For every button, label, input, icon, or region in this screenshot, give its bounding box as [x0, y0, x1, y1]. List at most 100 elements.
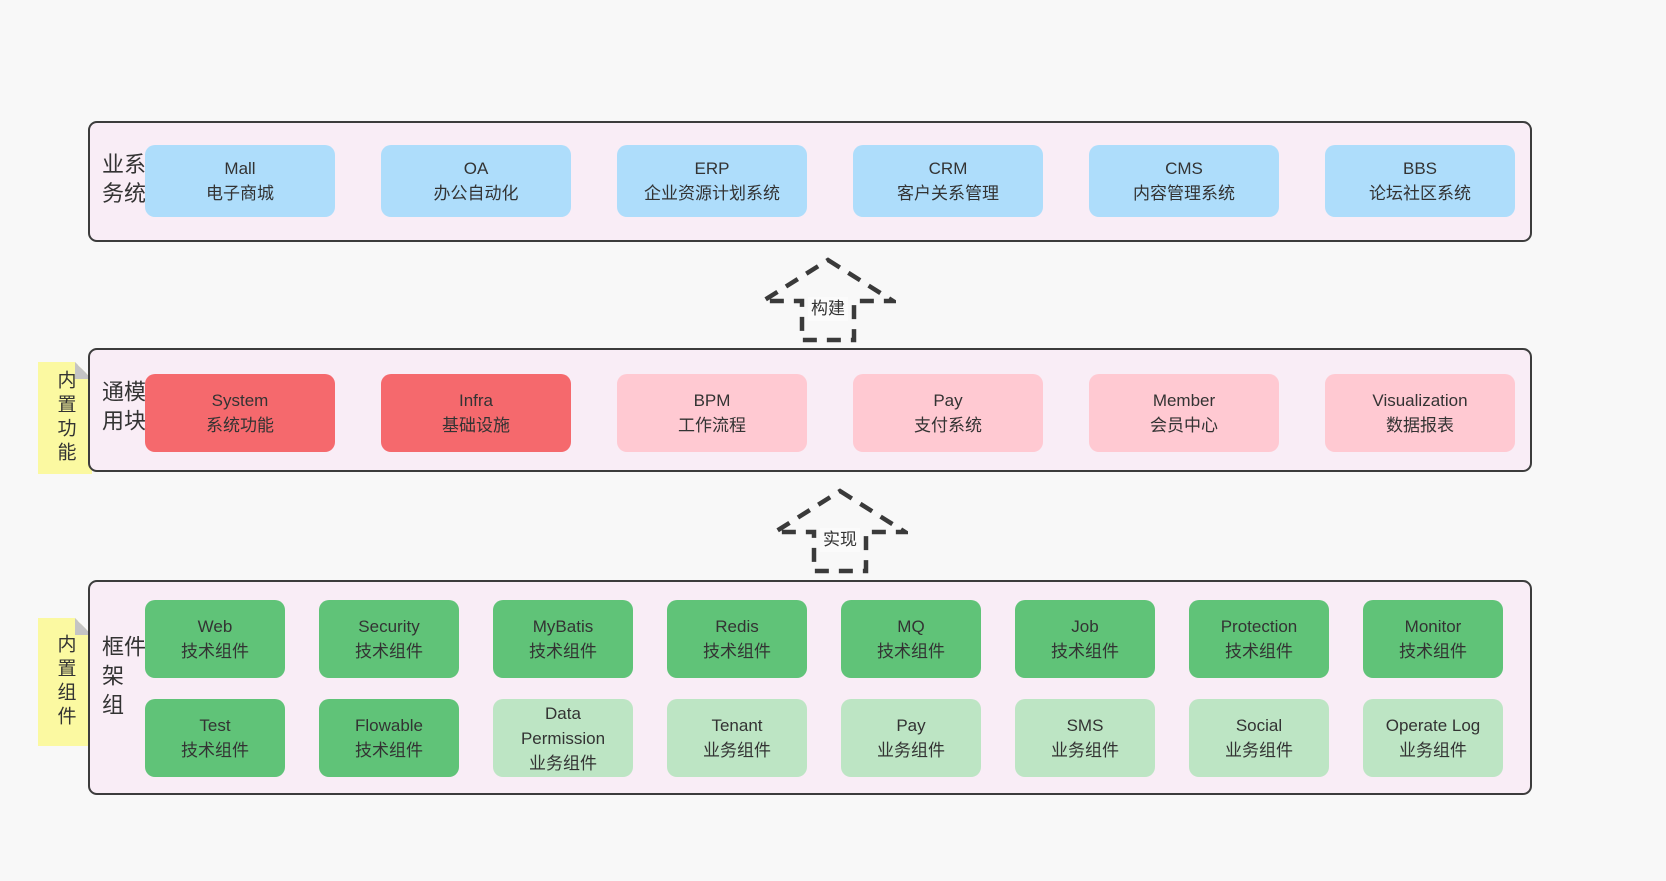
- sticky-note-builtin-components: 内置组件: [38, 618, 92, 746]
- box-title: BBS: [1402, 159, 1438, 178]
- box-mall: Mall 电子商城: [145, 145, 335, 217]
- box-subtitle: 客户关系管理: [897, 184, 999, 203]
- box-subtitle: 支付系统: [914, 416, 982, 435]
- box-subtitle: 电子商城: [206, 184, 274, 203]
- arrow-build: 构建: [760, 257, 896, 343]
- components-box-row-1: Web 技术组件 Security 技术组件 MyBatis 技术组件 Redi…: [145, 600, 1503, 678]
- box-subtitle: 业务组件: [877, 741, 945, 760]
- box-title: Security: [358, 617, 420, 636]
- layer-common-modules: 通用模块 System 系统功能 Infra 基础设施 BPM 工作流程 Pay…: [88, 348, 1532, 472]
- box-title: OA: [463, 159, 489, 178]
- layer-business-systems: 业务系统 Mall 电子商城 OA 办公自动化 ERP 企业资源计划系统 CRM…: [88, 121, 1532, 242]
- box-tenant: Tenant 业务组件: [667, 699, 807, 777]
- box-title: Pay: [933, 391, 963, 410]
- box-title: Member: [1152, 391, 1216, 410]
- box-subtitle: 工作流程: [678, 416, 746, 435]
- box-title: Job: [1071, 617, 1099, 636]
- box-title: BPM: [693, 391, 731, 410]
- arrow-implement-label: 实现: [820, 528, 860, 552]
- box-title: Web: [197, 617, 233, 636]
- box-monitor: Monitor 技术组件: [1363, 600, 1503, 678]
- sticky-label-builtin-components: 内置组件: [54, 634, 76, 730]
- box-title: MyBatis: [532, 617, 594, 636]
- box-job: Job 技术组件: [1015, 600, 1155, 678]
- box-title: Test: [199, 716, 231, 735]
- box-title: Tenant: [711, 716, 763, 735]
- box-protection: Protection 技术组件: [1189, 600, 1329, 678]
- box-oa: OA 办公自动化: [381, 145, 571, 217]
- box-title: CMS: [1165, 159, 1203, 178]
- box-subtitle: 技术组件: [355, 741, 423, 760]
- box-infra: Infra 基础设施: [381, 374, 571, 452]
- layer-label-modules: 通用模块: [99, 380, 146, 438]
- box-subtitle: 企业资源计划系统: [644, 184, 780, 203]
- box-subtitle: 会员中心: [1150, 416, 1218, 435]
- box-member: Member 会员中心: [1089, 374, 1279, 452]
- box-title: CRM: [928, 159, 968, 178]
- box-operate-log: Operate Log 业务组件: [1363, 699, 1503, 777]
- up-arrow-icon: [772, 488, 908, 574]
- sticky-label-builtin-features: 内置功能: [54, 370, 76, 466]
- layer-label-business: 业务系统: [99, 152, 146, 211]
- box-subtitle: 内容管理系统: [1133, 184, 1235, 203]
- box-mq: MQ 技术组件: [841, 600, 981, 678]
- modules-box-row: System 系统功能 Infra 基础设施 BPM 工作流程 Pay 支付系统…: [145, 374, 1515, 452]
- layer-framework-components: 框架组件 Web 技术组件 Security 技术组件 MyBatis 技术组件…: [88, 580, 1532, 795]
- box-title: Flowable: [354, 716, 424, 735]
- box-title: Social: [1235, 716, 1283, 735]
- box-title: Redis: [715, 617, 759, 636]
- box-visualization: Visualization 数据报表: [1325, 374, 1515, 452]
- box-subtitle: 技术组件: [355, 642, 423, 661]
- box-title: MQ: [897, 617, 925, 636]
- box-subtitle: 论坛社区系统: [1369, 184, 1471, 203]
- box-title: Pay: [896, 716, 926, 735]
- box-data-permission: Data Permission 业务组件: [493, 699, 633, 777]
- box-subtitle: 技术组件: [181, 642, 249, 661]
- business-box-row: Mall 电子商城 OA 办公自动化 ERP 企业资源计划系统 CRM 客户关系…: [145, 145, 1515, 217]
- box-crm: CRM 客户关系管理: [853, 145, 1043, 217]
- box-system: System 系统功能: [145, 374, 335, 452]
- box-subtitle: 技术组件: [529, 642, 597, 661]
- box-title: ERP: [694, 159, 730, 178]
- box-subtitle: 业务组件: [1225, 741, 1293, 760]
- box-subtitle: 业务组件: [1399, 741, 1467, 760]
- box-title: System: [211, 391, 269, 410]
- box-subtitle: 业务组件: [529, 753, 597, 773]
- box-title: Protection: [1220, 617, 1298, 636]
- up-arrow-icon: [760, 257, 896, 343]
- layer-label-components: 框架组件: [99, 634, 146, 722]
- box-subtitle: 技术组件: [877, 642, 945, 661]
- box-subtitle: 技术组件: [703, 642, 771, 661]
- box-title: Mall: [224, 159, 256, 178]
- arrow-implement: 实现: [772, 488, 908, 574]
- box-bbs: BBS 论坛社区系统: [1325, 145, 1515, 217]
- box-subtitle: 基础设施: [442, 416, 510, 435]
- box-title: Data Permission: [520, 703, 606, 748]
- arrow-build-label: 构建: [808, 297, 848, 321]
- box-test: Test 技术组件: [145, 699, 285, 777]
- box-subtitle: 技术组件: [1225, 642, 1293, 661]
- box-subtitle: 数据报表: [1386, 416, 1454, 435]
- box-title: Operate Log: [1385, 716, 1481, 735]
- box-subtitle: 系统功能: [206, 416, 274, 435]
- box-subtitle: 技术组件: [181, 741, 249, 760]
- box-erp: ERP 企业资源计划系统: [617, 145, 807, 217]
- components-box-row-2: Test 技术组件 Flowable 技术组件 Data Permission …: [145, 699, 1503, 777]
- box-web: Web 技术组件: [145, 600, 285, 678]
- box-security: Security 技术组件: [319, 600, 459, 678]
- box-redis: Redis 技术组件: [667, 600, 807, 678]
- box-bpm: BPM 工作流程: [617, 374, 807, 452]
- box-title: Infra: [458, 391, 494, 410]
- box-title: SMS: [1066, 716, 1104, 735]
- box-title: Monitor: [1404, 617, 1462, 636]
- box-flowable: Flowable 技术组件: [319, 699, 459, 777]
- box-subtitle: 业务组件: [703, 741, 771, 760]
- box-subtitle: 技术组件: [1051, 642, 1119, 661]
- sticky-note-builtin-features: 内置功能: [38, 362, 92, 474]
- box-social: Social 业务组件: [1189, 699, 1329, 777]
- box-subtitle: 技术组件: [1399, 642, 1467, 661]
- box-mybatis: MyBatis 技术组件: [493, 600, 633, 678]
- box-subtitle: 业务组件: [1051, 741, 1119, 760]
- box-pay-module: Pay 支付系统: [853, 374, 1043, 452]
